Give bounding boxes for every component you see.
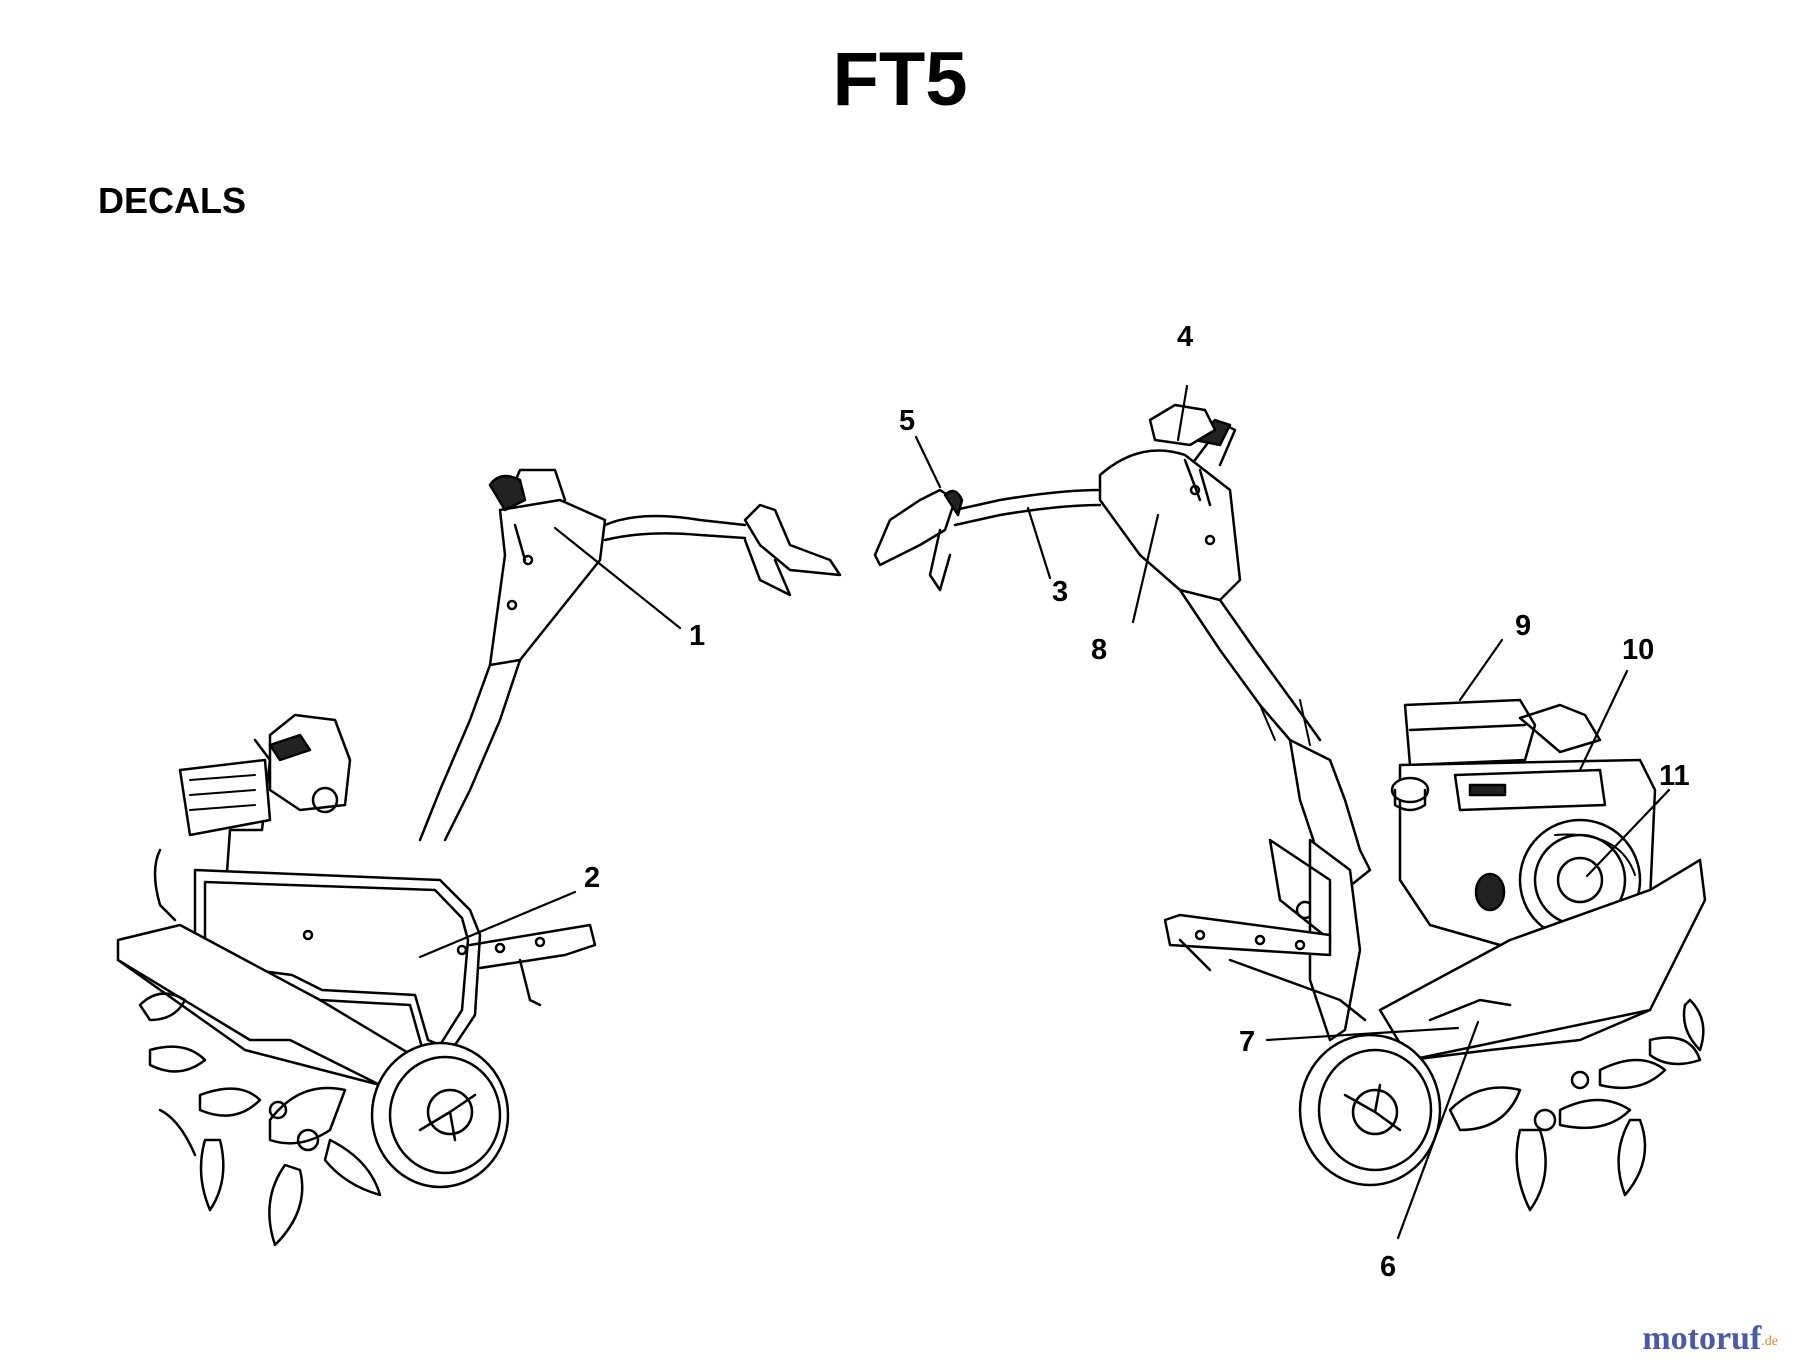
callout-9: 9 xyxy=(1515,610,1532,642)
right-tiller-illustration xyxy=(873,403,1707,1212)
callout-10: 10 xyxy=(1622,634,1655,666)
page-title: FT5 xyxy=(832,37,968,122)
callout-5: 5 xyxy=(899,405,916,437)
callout-leader-lines xyxy=(418,384,1671,1240)
callout-3: 3 xyxy=(1052,576,1069,608)
callout-8: 8 xyxy=(1091,634,1108,666)
callout-4: 4 xyxy=(1177,321,1194,353)
watermark-brand: motoruf xyxy=(1642,1320,1762,1357)
watermark-logo: motoruf.de xyxy=(1642,1320,1778,1358)
callout-2: 2 xyxy=(584,862,601,894)
section-heading: DECALS xyxy=(98,180,247,221)
callout-1: 1 xyxy=(689,620,706,652)
watermark-tld: .de xyxy=(1761,1334,1778,1349)
callout-7: 7 xyxy=(1239,1026,1256,1058)
callout-11: 11 xyxy=(1659,760,1690,792)
callout-6: 6 xyxy=(1380,1251,1397,1283)
left-tiller-illustration xyxy=(116,468,842,1247)
